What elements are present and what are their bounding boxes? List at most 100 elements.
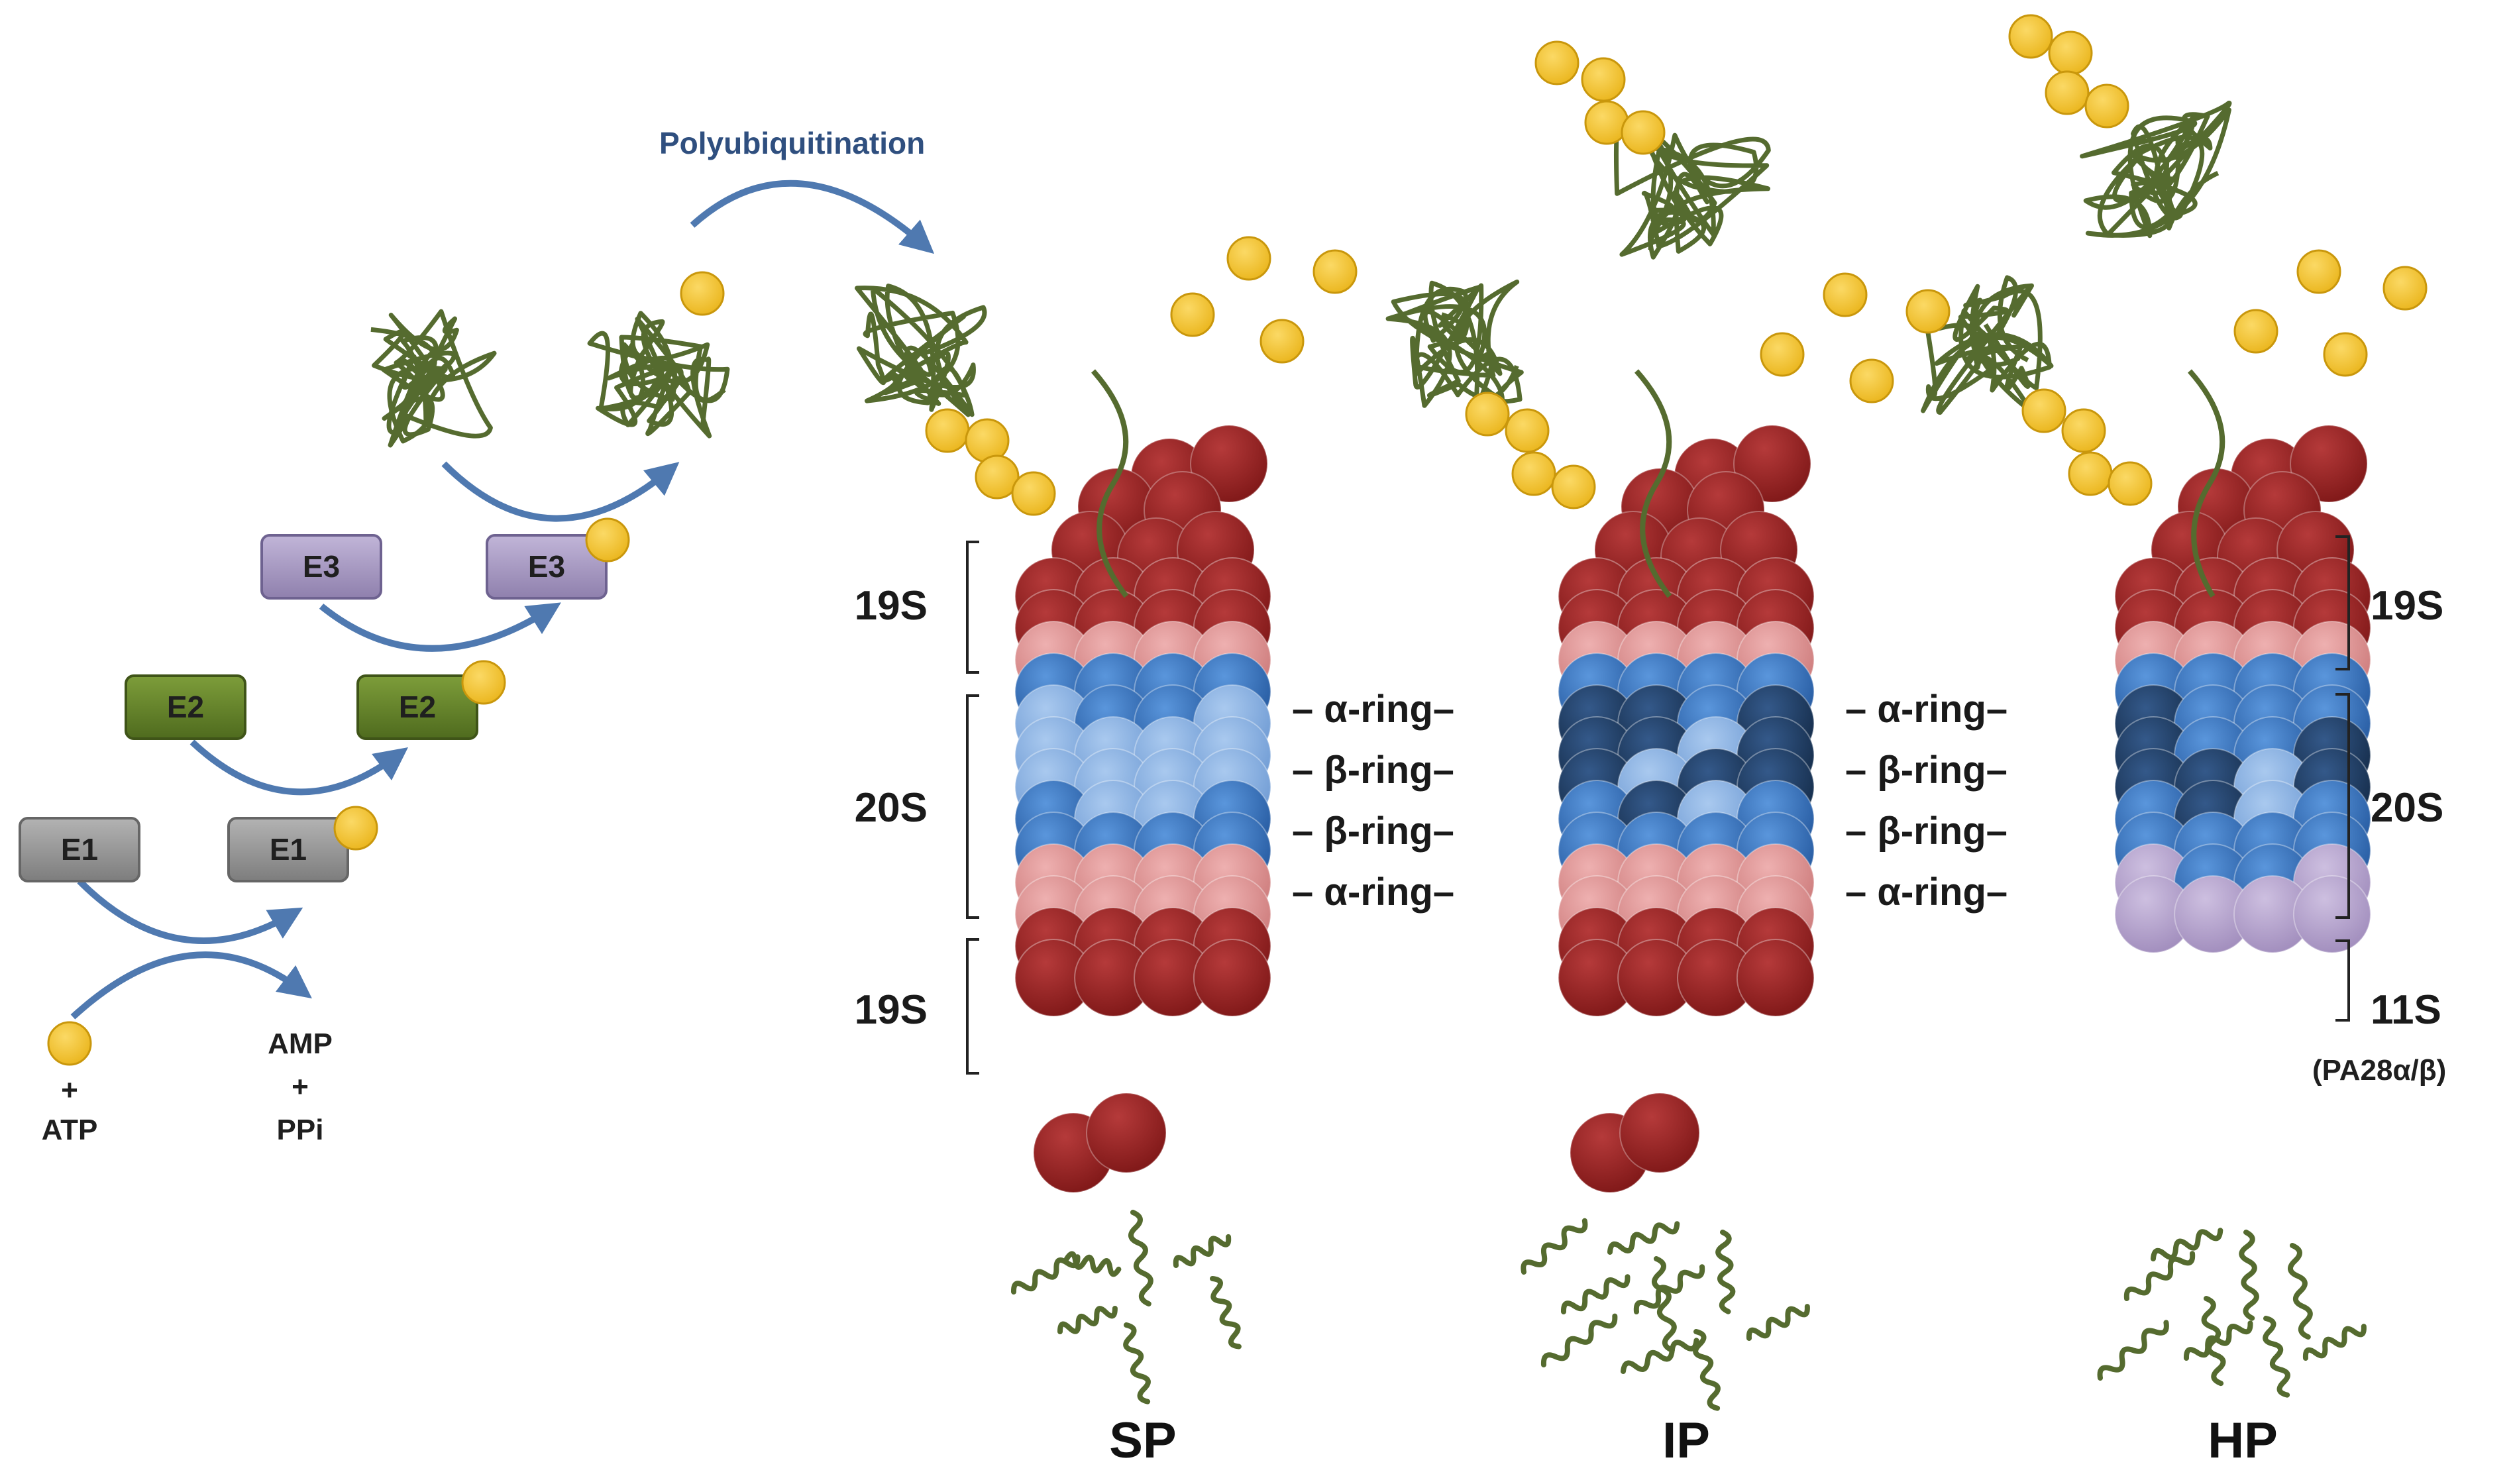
ubiquitin-icon bbox=[1760, 332, 1805, 377]
ubiquitin-icon bbox=[2323, 332, 2368, 377]
ubiquitin-icon bbox=[2296, 249, 2341, 294]
ip-name-label: IP bbox=[1662, 1412, 1710, 1469]
substrate-chain-icon bbox=[2188, 369, 2225, 598]
substrate-chain-icon bbox=[1091, 369, 1129, 598]
ubiquitin-icon bbox=[1511, 451, 1556, 496]
sp-top-cap-label: 19S bbox=[855, 583, 928, 629]
subunit-icon bbox=[2292, 875, 2371, 953]
enzyme-box-e1-bound: E1 bbox=[227, 817, 349, 882]
peptide-icon bbox=[1715, 1230, 1736, 1314]
ubiquitin-icon bbox=[975, 454, 1020, 500]
ubiquitin-icon bbox=[585, 517, 630, 562]
ubiquitin-icon bbox=[2045, 70, 2090, 115]
protein-icon bbox=[370, 309, 497, 448]
peptide-icon bbox=[1123, 1322, 1151, 1404]
ubiquitin-icon bbox=[2084, 83, 2129, 129]
proteasome-columns bbox=[855, 100, 2371, 1193]
ubiquitin-icon bbox=[2061, 408, 2106, 453]
free-ubiquitins bbox=[925, 14, 2428, 516]
protein-icon bbox=[1921, 275, 2054, 415]
peptide-icon bbox=[2263, 1316, 2290, 1398]
ubiquitin-icon bbox=[1505, 408, 1550, 453]
ppi-label: PPi bbox=[277, 1114, 324, 1146]
hp-proteasome bbox=[2114, 425, 2371, 953]
hp-core-label: 20S bbox=[2371, 785, 2443, 831]
peptide-icon bbox=[2201, 1296, 2226, 1387]
protein-icon bbox=[855, 284, 987, 417]
ppi-plus-label: + bbox=[292, 1071, 309, 1103]
peptide-icon bbox=[1621, 1338, 1699, 1374]
enzyme-box-e1-free: E1 bbox=[19, 817, 140, 882]
peptide-icon bbox=[1746, 1304, 1810, 1341]
peptide-icon bbox=[2151, 1228, 2223, 1261]
enzyme-box-e3-free: E3 bbox=[260, 534, 382, 600]
peptide-icon bbox=[1057, 1306, 1118, 1334]
ubiquitin-icon bbox=[47, 1021, 92, 1066]
polyubiquitination-label: Polyubiquitination bbox=[659, 126, 925, 160]
enzyme-label: E2 bbox=[167, 690, 204, 724]
peptide-icon bbox=[1633, 1264, 1705, 1314]
ubiquitin-icon bbox=[2008, 14, 2053, 59]
ubiquitin-icon bbox=[1534, 40, 1579, 85]
peptide-icon bbox=[2097, 1320, 2169, 1381]
ring-label-right-1: – α-ring– bbox=[1845, 688, 2007, 731]
atp-reaction-arrow bbox=[77, 878, 303, 944]
ubiquitin-icon bbox=[2233, 309, 2278, 354]
atp-label: ATP bbox=[42, 1114, 98, 1146]
ip-proteasome bbox=[1558, 425, 1815, 1193]
ubiquitin-icon bbox=[1551, 464, 1596, 509]
peptide-icon bbox=[2302, 1324, 2367, 1361]
peptide-icon bbox=[1521, 1218, 1588, 1275]
ubiquitin-icon bbox=[2068, 451, 2113, 496]
protein-icon bbox=[587, 311, 730, 439]
peptide-icon bbox=[1128, 1210, 1153, 1306]
ubiquitin-icon bbox=[1259, 319, 1305, 364]
peptide-icon bbox=[2239, 1230, 2259, 1321]
subunit-icon bbox=[1736, 939, 1815, 1017]
sp-bottom-cap-label: 19S bbox=[855, 987, 928, 1033]
sp-brackets bbox=[966, 541, 979, 1075]
hp-brackets bbox=[2335, 535, 2350, 1022]
ubiquitin-icon bbox=[1581, 57, 1626, 102]
ubiquitination-cascade: Polyubiquitination E1 E1 E2 E2 E3 E3 bbox=[19, 126, 935, 1146]
peptide-icon bbox=[1693, 1329, 1721, 1411]
e2-to-e3-arrow bbox=[319, 602, 561, 652]
enzyme-label: E1 bbox=[61, 832, 98, 867]
amp-reaction-arrow bbox=[70, 951, 312, 1020]
ubiquitin-icon bbox=[333, 806, 378, 851]
peptide-icon bbox=[1607, 1221, 1680, 1255]
peptide-icon bbox=[1540, 1313, 1618, 1367]
enzyme-label: E3 bbox=[303, 549, 340, 584]
enzyme-label: E1 bbox=[270, 832, 307, 867]
ubiquitin-icon bbox=[1170, 292, 1215, 337]
ubiquitin-icon bbox=[1226, 236, 1271, 281]
hp-bottom-cap-label: 11S bbox=[2371, 987, 2441, 1033]
sp-name-label: SP bbox=[1109, 1412, 1176, 1469]
peptide-icon bbox=[1210, 1276, 1242, 1350]
subunit-icon bbox=[1619, 1092, 1700, 1173]
enzyme-label: E2 bbox=[399, 690, 436, 724]
ring-label-left-1: – α-ring– bbox=[1292, 688, 1454, 731]
ubiquitin-icon bbox=[1312, 249, 1358, 294]
sp-proteasome bbox=[1014, 425, 1271, 1193]
ubiquitin-icon bbox=[1823, 272, 1868, 317]
ubiquitin-icon bbox=[1465, 392, 1510, 437]
ubiquitin-icon bbox=[2108, 461, 2153, 506]
atp-plus-label: + bbox=[61, 1074, 78, 1106]
protein-icon bbox=[2080, 100, 2232, 238]
ubiquitin-icon bbox=[680, 271, 725, 316]
peptide-icon bbox=[2184, 1320, 2253, 1361]
peptide-icon bbox=[1561, 1274, 1631, 1314]
sp-core-label: 20S bbox=[855, 785, 928, 831]
peptide-icon bbox=[1011, 1254, 1081, 1295]
substrate-proteins bbox=[370, 309, 730, 448]
enzyme-label: E3 bbox=[528, 549, 565, 584]
e3-to-substrate-arrow bbox=[441, 461, 680, 522]
polyubiquitination-arrow bbox=[690, 180, 935, 254]
peptide-icon bbox=[1173, 1234, 1232, 1268]
ubiquitin-icon bbox=[925, 408, 970, 453]
ring-label-right-3: – β-ring– bbox=[1845, 810, 2007, 853]
hp-top-cap-label: 19S bbox=[2371, 583, 2443, 629]
subunit-icon bbox=[1086, 1092, 1167, 1173]
